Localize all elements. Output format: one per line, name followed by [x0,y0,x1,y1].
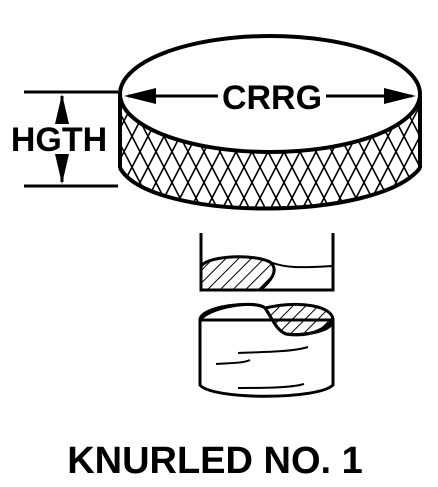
lower-cut-piece [198,302,335,398]
knurled-head [118,34,438,225]
figure-caption: KNURLED NO. 1 [67,440,363,482]
height-label: HGTH [11,121,107,159]
knurl-line [428,90,438,225]
diameter-dimension: CRRG [124,79,416,117]
height-dimension: HGTH [11,90,118,188]
diameter-label: CRRG [222,79,322,117]
knob-top-face [118,34,422,154]
shank [199,233,335,292]
